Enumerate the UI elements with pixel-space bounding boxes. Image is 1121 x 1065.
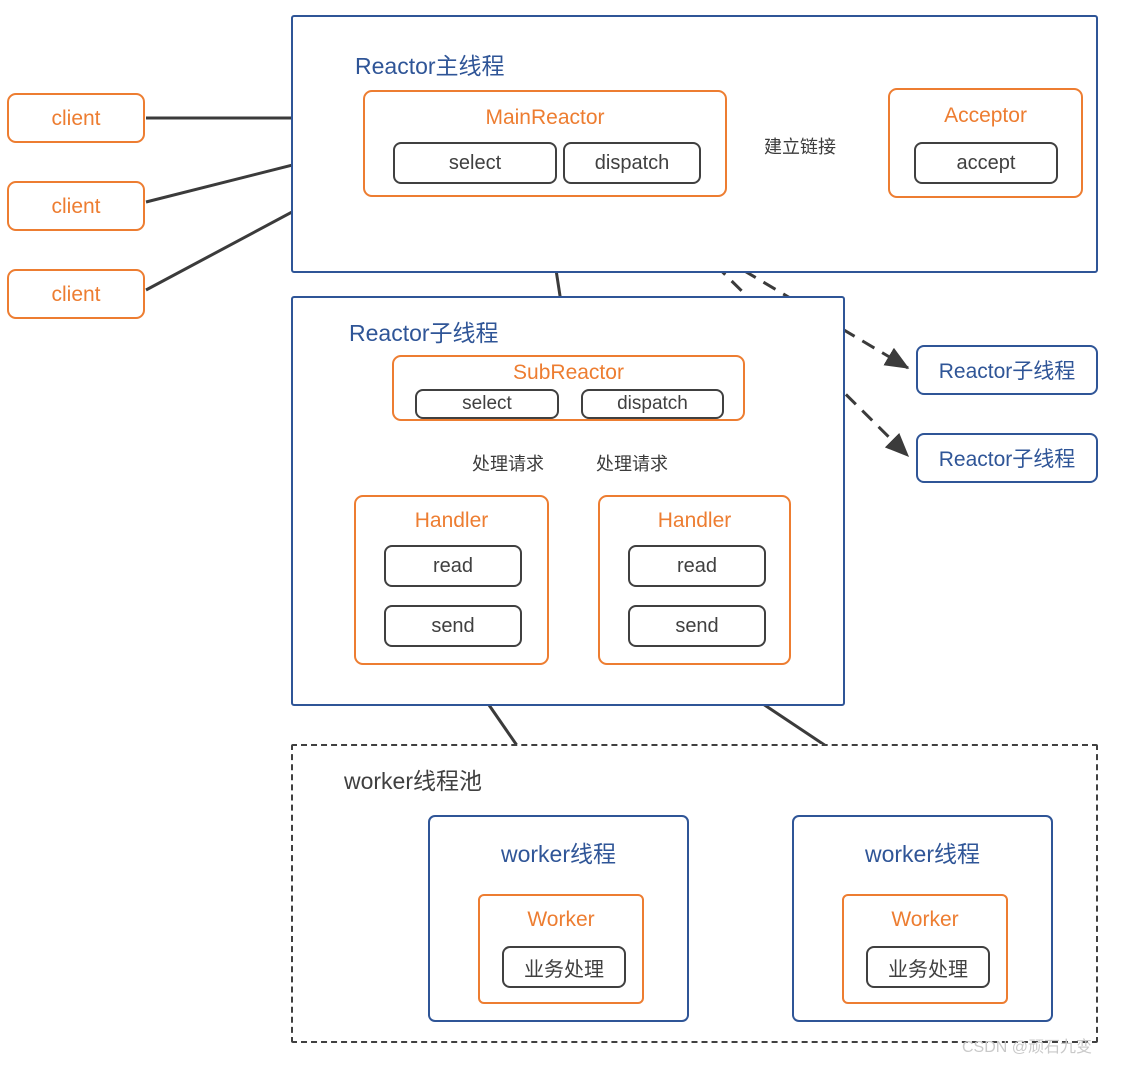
handler-node-1[interactable]: Handler read send — [354, 495, 549, 665]
client-label: client — [51, 107, 101, 130]
acceptor-op-accept[interactable]: accept — [914, 142, 1058, 184]
connect-edge-label: 建立链接 — [762, 133, 838, 159]
main-reactor-op-select[interactable]: select — [393, 142, 557, 184]
client-label: client — [51, 195, 101, 218]
op-label: read — [676, 554, 718, 577]
client-box-1[interactable]: client — [7, 93, 145, 143]
other-reactor-sub-thread-1[interactable]: Reactor子线程 — [916, 345, 1098, 395]
handler-title: Handler — [414, 509, 489, 532]
handler-op-send[interactable]: send — [384, 605, 522, 647]
other-reactor-sub-thread-label: Reactor子线程 — [938, 448, 1076, 471]
client-box-3[interactable]: client — [7, 269, 145, 319]
worker-thread-pool-title: worker线程池 — [344, 768, 483, 794]
op-label: select — [462, 393, 512, 414]
op-label: select — [448, 151, 502, 174]
op-label: 业务处理 — [888, 958, 968, 981]
op-label: accept — [956, 151, 1016, 174]
op-label: 业务处理 — [524, 958, 604, 981]
sub-reactor-title: SubReactor — [513, 361, 624, 384]
worker-title: Worker — [527, 908, 595, 931]
op-label: dispatch — [594, 151, 670, 174]
acceptor-node[interactable]: Acceptor accept — [888, 88, 1083, 198]
sub-reactor-op-dispatch[interactable]: dispatch — [581, 389, 724, 419]
sub-reactor-op-select[interactable]: select — [415, 389, 559, 419]
worker-op-business[interactable]: 业务处理 — [866, 946, 990, 988]
op-label: send — [431, 614, 475, 637]
watermark: CSDN @顽石九变 — [962, 1039, 1093, 1056]
handler-title: Handler — [657, 509, 732, 532]
other-reactor-sub-thread-2[interactable]: Reactor子线程 — [916, 433, 1098, 483]
other-reactor-sub-thread-label: Reactor子线程 — [938, 360, 1076, 383]
op-label: dispatch — [617, 393, 688, 414]
handle-request-label-1: 处理请求 — [470, 450, 546, 476]
reactor-main-thread-title: Reactor主线程 — [355, 53, 505, 79]
handler-node-2[interactable]: Handler read send — [598, 495, 791, 665]
worker-node-1[interactable]: Worker 业务处理 — [478, 894, 644, 1004]
handler-op-send[interactable]: send — [628, 605, 766, 647]
handler-op-read[interactable]: read — [384, 545, 522, 587]
worker-thread-box-1[interactable]: worker线程 Worker 业务处理 — [428, 815, 689, 1022]
op-label: send — [675, 614, 719, 637]
handler-op-read[interactable]: read — [628, 545, 766, 587]
main-reactor-op-dispatch[interactable]: dispatch — [563, 142, 701, 184]
worker-thread-title: worker线程 — [864, 841, 980, 867]
worker-title: Worker — [891, 908, 959, 931]
reactor-sub-thread-title: Reactor子线程 — [349, 320, 499, 346]
worker-node-2[interactable]: Worker 业务处理 — [842, 894, 1008, 1004]
worker-op-business[interactable]: 业务处理 — [502, 946, 626, 988]
client-label: client — [51, 283, 101, 306]
worker-thread-box-2[interactable]: worker线程 Worker 业务处理 — [792, 815, 1053, 1022]
acceptor-title: Acceptor — [944, 104, 1027, 127]
main-reactor-node[interactable]: MainReactor select dispatch — [363, 90, 727, 197]
sub-reactor-node[interactable]: SubReactor select dispatch — [392, 355, 745, 421]
main-reactor-title: MainReactor — [485, 106, 605, 129]
client-box-2[interactable]: client — [7, 181, 145, 231]
op-label: read — [432, 554, 474, 577]
handle-request-label-2: 处理请求 — [594, 450, 670, 476]
worker-thread-title: worker线程 — [500, 841, 616, 867]
